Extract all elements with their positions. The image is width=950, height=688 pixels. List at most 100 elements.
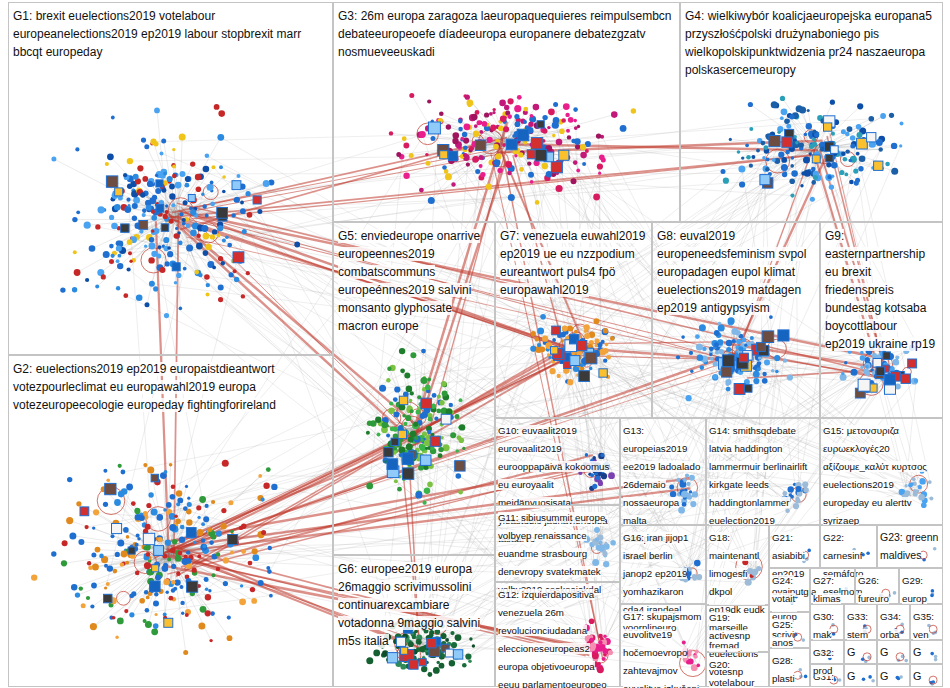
account-dot (143, 619, 147, 623)
account-dot (165, 540, 171, 546)
link-line (144, 215, 891, 356)
account-dot (166, 502, 172, 508)
account-dot (111, 254, 115, 258)
account-dot (258, 580, 264, 586)
account-dot (136, 534, 140, 538)
account-dot (167, 557, 171, 561)
account-dot (154, 592, 158, 596)
link-line (381, 365, 868, 644)
account-dot (143, 511, 148, 516)
account-dot (89, 245, 96, 252)
account-dot (115, 636, 118, 639)
link-line (717, 333, 742, 351)
account-dot (205, 154, 210, 159)
account-dot (210, 234, 215, 239)
account-dot (528, 172, 534, 178)
account-dot (103, 251, 110, 258)
account-dot (112, 616, 116, 620)
account-dot (190, 209, 196, 215)
account-dot (132, 203, 138, 209)
account-dot (542, 163, 549, 170)
account-dot (419, 188, 424, 193)
account-dot (187, 497, 190, 500)
account-dot (117, 539, 124, 546)
account-dot (139, 230, 143, 234)
account-dot (111, 116, 115, 120)
account-dot (175, 518, 181, 524)
link-line (169, 142, 480, 505)
account-dot (127, 158, 133, 164)
account-dot (163, 172, 167, 176)
account-dot (210, 202, 215, 207)
account-dot (196, 505, 201, 510)
account-dot (176, 490, 182, 496)
account-dot (180, 585, 184, 589)
link-line (595, 127, 827, 664)
account-dot (175, 227, 178, 230)
link-line (79, 504, 175, 561)
link-line (167, 154, 818, 217)
account-dot (116, 286, 120, 290)
account-dot (241, 294, 245, 298)
account-dot (123, 173, 127, 177)
account-dot (205, 214, 209, 218)
link-line (174, 556, 188, 612)
account-dot (221, 261, 225, 265)
link-line (467, 97, 512, 148)
link-line (54, 159, 176, 221)
account-dot (144, 144, 149, 149)
link-line (160, 215, 176, 267)
account-dot (66, 517, 73, 524)
account-dot (90, 623, 97, 630)
profile-icon (143, 533, 154, 544)
account-dot (212, 266, 216, 270)
account-dot (169, 193, 175, 199)
account-dot (218, 110, 225, 117)
account-dot (142, 208, 147, 213)
account-dot (218, 256, 223, 261)
account-dot (164, 579, 170, 585)
link-line (119, 218, 176, 256)
account-dot (196, 186, 202, 192)
account-dot (81, 603, 86, 608)
link-line (106, 553, 173, 588)
account-dot (111, 534, 115, 538)
account-dot (212, 229, 217, 234)
account-dot (186, 519, 192, 525)
account-dot (135, 571, 140, 576)
account-dot (246, 271, 250, 275)
link-line (173, 488, 690, 552)
profile-icon (115, 188, 123, 196)
account-dot (257, 209, 262, 214)
account-dot (212, 165, 216, 169)
link-line (137, 214, 173, 237)
self-loop (116, 591, 130, 605)
account-dot (113, 569, 118, 574)
account-dot (31, 574, 37, 580)
profile-icon (186, 528, 196, 538)
link-line (177, 478, 692, 547)
account-dot (205, 594, 211, 600)
account-dot (101, 274, 106, 279)
account-dot (151, 628, 158, 635)
account-dot (185, 183, 190, 188)
link-line (77, 214, 181, 272)
profile-icon (121, 224, 129, 232)
account-dot (133, 174, 139, 180)
account-dot (593, 194, 600, 201)
account-dot (164, 470, 168, 474)
account-dot (542, 115, 547, 120)
link-line (172, 560, 173, 582)
account-dot (179, 537, 185, 543)
account-dot (186, 245, 193, 252)
account-dot (146, 596, 150, 600)
account-dot (517, 95, 522, 100)
account-dot (132, 216, 137, 221)
link-line (396, 383, 887, 641)
account-dot (175, 182, 182, 189)
account-dot (78, 539, 84, 545)
account-dot (204, 274, 210, 280)
link-line (432, 121, 502, 145)
link-line (438, 120, 501, 147)
account-dot (163, 237, 169, 243)
